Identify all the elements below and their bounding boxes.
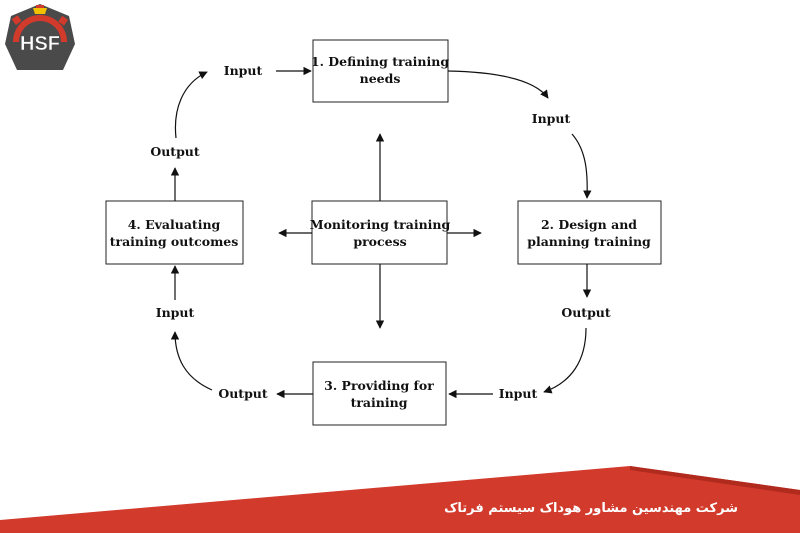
company-name: شرکت مهندسین مشاور هوداک سیستم فرتاک	[444, 501, 738, 516]
logo-text: HSF	[20, 33, 60, 55]
box-evaluating-line2: training outcomes	[110, 234, 239, 249]
hsf-logo: HSF	[3, 2, 77, 76]
box-design-line2: planning training	[527, 234, 651, 249]
box-providing-training: 3. Providing for training	[312, 361, 447, 426]
box-design-line1: 2. Design and	[541, 217, 637, 232]
box-providing-line1: 3. Providing for	[324, 378, 434, 393]
box-defining-line1: 1. Defining training	[311, 54, 449, 69]
box-monitoring-line2: process	[353, 234, 406, 249]
footer-banner	[0, 466, 800, 533]
box-defining-line2: needs	[360, 71, 401, 86]
box-design-planning: 2. Design and planning training	[517, 200, 662, 265]
box-evaluating-outcomes: 4. Evaluating training outcomes	[105, 200, 244, 265]
box-defining-needs: 1. Defining training needs	[311, 39, 449, 103]
label-left-output: Output	[150, 144, 200, 159]
label-left-input: Input	[156, 305, 195, 320]
arrow-input-to-design	[571, 133, 592, 199]
box-monitoring-line1: Monitoring training	[310, 217, 451, 232]
box-monitoring-process: Monitoring training process	[310, 200, 451, 265]
label-top-input: Input	[224, 63, 263, 78]
arrow-output-to-top-input	[174, 71, 208, 139]
label-right-output: Output	[561, 305, 611, 320]
label-bottom-output: Output	[218, 386, 268, 401]
label-bottom-input: Input	[499, 386, 538, 401]
box-evaluating-line1: 4. Evaluating	[128, 217, 221, 232]
box-providing-line2: training	[351, 395, 408, 410]
arrow-output-to-left-input	[170, 331, 213, 391]
arrow-defining-to-input	[447, 70, 549, 99]
label-right-input: Input	[532, 111, 571, 126]
arrow-output-to-bottom-input	[543, 327, 587, 394]
